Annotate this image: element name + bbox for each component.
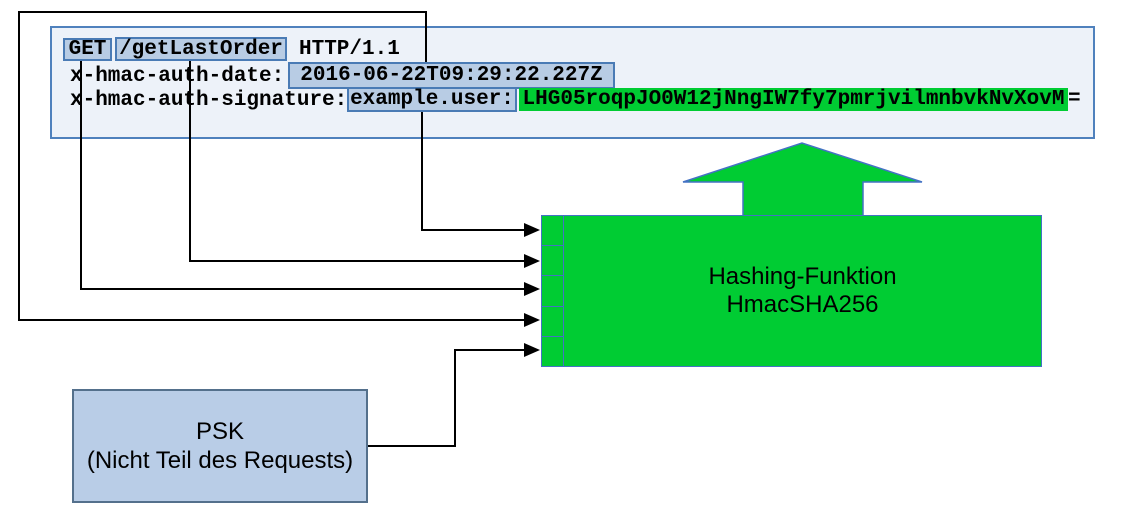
arrowhead-port-1 — [524, 223, 540, 237]
hash-input-port-4 — [541, 305, 564, 337]
connector-psk — [368, 349, 527, 447]
arrowhead-port-2 — [524, 254, 540, 268]
arrowhead-port-5 — [524, 343, 540, 357]
header-signature-label: x-hmac-auth-signature: — [70, 88, 348, 112]
hash-input-ports — [541, 215, 564, 368]
signature-padding-text: = — [1068, 88, 1081, 111]
header-date-label: x-hmac-auth-date: — [70, 64, 285, 88]
token-request-path: /getLastOrder — [115, 37, 287, 61]
hash-box-title: Hashing-Funktion — [708, 263, 897, 290]
http-protocol-text: HTTP/1.1 — [299, 37, 400, 61]
hash-input-port-5 — [541, 335, 564, 368]
token-date-value: 2016-06-22T09:29:22.227Z — [288, 62, 615, 89]
arrowhead-port-4 — [524, 313, 540, 327]
hash-input-port-2 — [541, 245, 564, 277]
token-signature-value: LHG05roqpJO0W12jNngIW7fy7pmrjvilmnbvkNvX… — [519, 88, 1068, 111]
hash-input-port-1 — [541, 215, 564, 247]
psk-box: PSK (Nicht Teil des Requests) — [72, 389, 368, 503]
psk-box-subtitle: (Nicht Teil des Requests) — [86, 447, 354, 474]
hash-input-port-3 — [541, 275, 564, 307]
hash-box-subtitle: HmacSHA256 — [726, 291, 879, 318]
psk-box-title: PSK — [195, 418, 245, 445]
token-user-value: example.user: — [347, 87, 517, 112]
arrowhead-port-3 — [524, 282, 540, 296]
hashing-function-box: Hashing-Funktion HmacSHA256 — [563, 215, 1042, 367]
token-http-method: GET — [63, 38, 112, 61]
up-block-arrow — [682, 142, 923, 218]
